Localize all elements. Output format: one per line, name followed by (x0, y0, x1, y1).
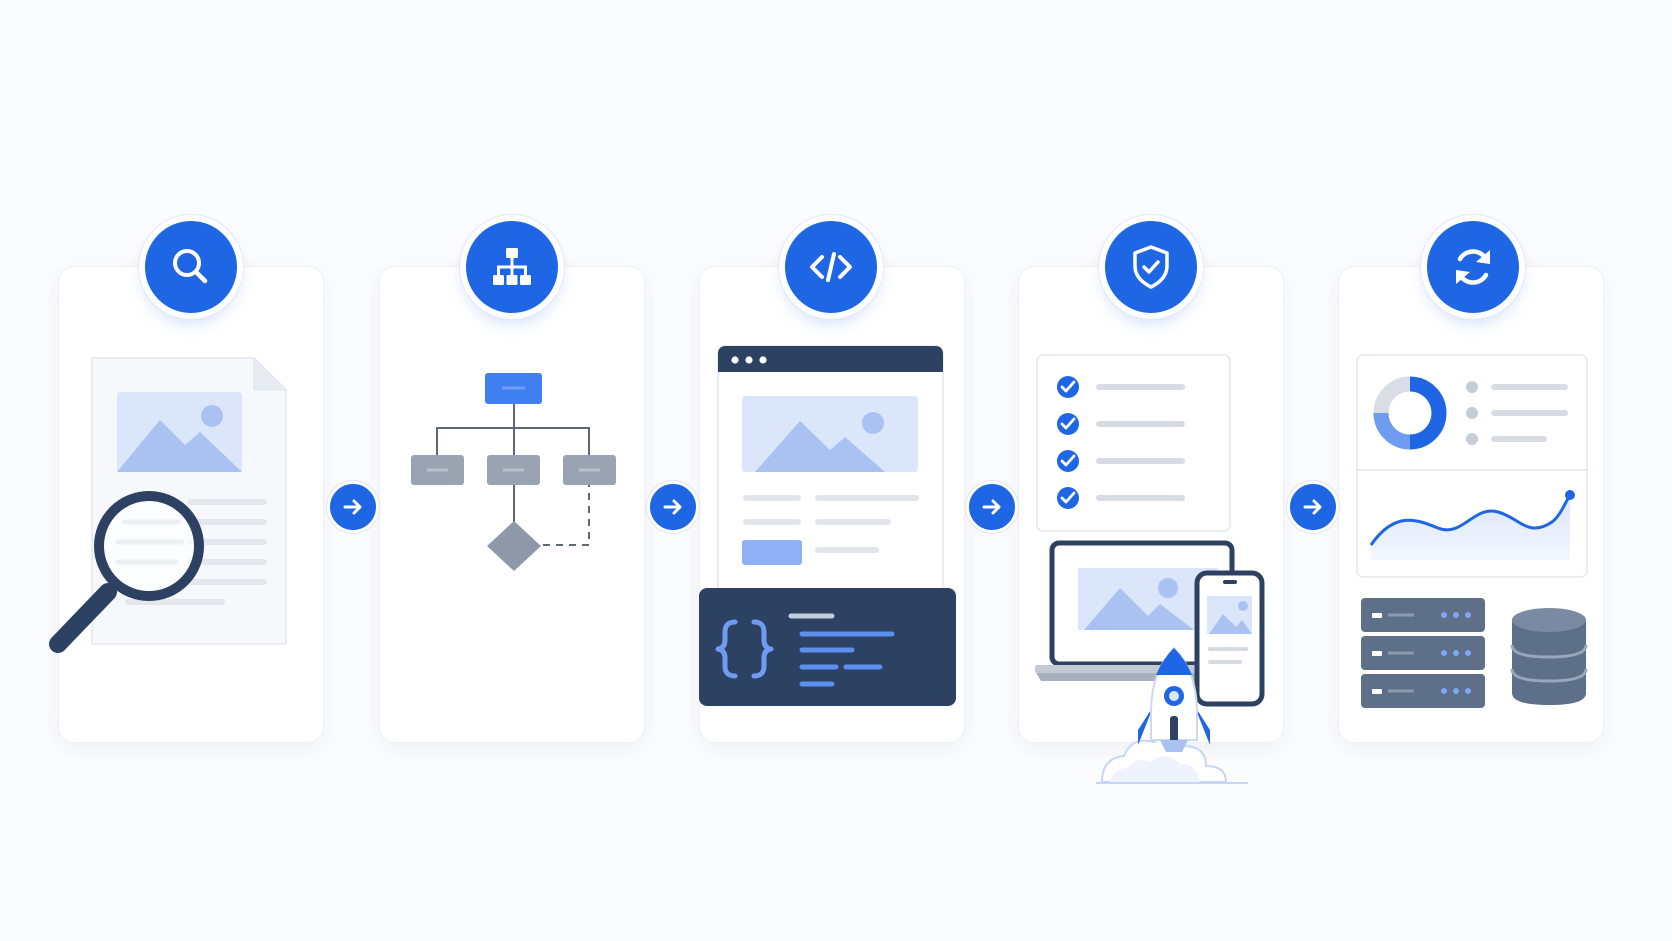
search-icon (173, 249, 208, 284)
connector-arrow-4 (1287, 481, 1339, 533)
shield-check-icon (1133, 245, 1169, 289)
sitemap-icon (493, 248, 531, 285)
step-badge-research (145, 221, 237, 313)
step-card-development (699, 266, 965, 743)
connector-arrow-3 (966, 481, 1018, 533)
arrow-right-icon (1303, 499, 1322, 515)
step-card-maintenance (1338, 266, 1604, 743)
step-badge-maintenance (1427, 221, 1519, 313)
step-card-planning (379, 266, 645, 743)
step-badge-planning (466, 221, 558, 313)
step-badge-testing (1105, 221, 1197, 313)
step-card-testing (1018, 266, 1284, 743)
arrow-right-icon (343, 499, 362, 515)
arrow-right-icon (663, 499, 682, 515)
arrow-right-icon (982, 499, 1001, 515)
step-badge-development (785, 221, 877, 313)
code-icon (810, 252, 852, 282)
refresh-icon (1456, 249, 1490, 285)
connector-arrow-2 (647, 481, 699, 533)
connector-arrow-1 (327, 481, 379, 533)
step-card-research (58, 266, 324, 743)
